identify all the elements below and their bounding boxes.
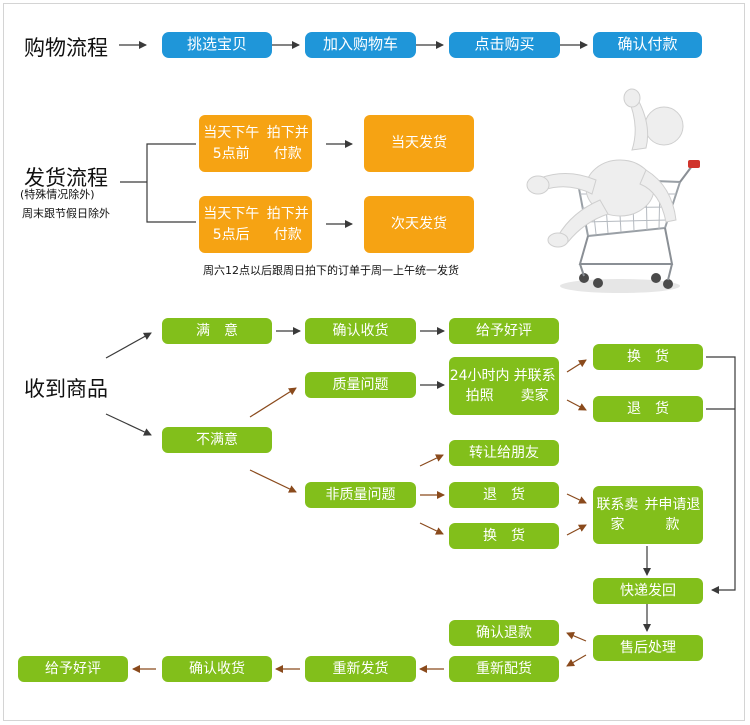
shipping-subtitle-exception: (特殊情况除外) bbox=[20, 188, 95, 201]
arrow-unsatisfied-nonquality bbox=[249, 469, 297, 493]
return-node: 退 货 bbox=[593, 396, 703, 422]
arrow-to-satisfied bbox=[105, 332, 152, 359]
arrow-unsatisfied-quality bbox=[249, 387, 297, 418]
good-review-node: 给予好评 bbox=[449, 318, 559, 344]
contact-seller-refund-node: 联系卖家并申请退款 bbox=[593, 486, 703, 544]
exchange-node: 换 货 bbox=[593, 344, 703, 370]
step-confirm-payment: 确认付款 bbox=[593, 32, 702, 58]
arrow-to-unsatisfied bbox=[105, 413, 152, 436]
confirm-refund-node: 确认退款 bbox=[449, 620, 559, 646]
after-5pm-order: 当天下午5点后拍下并付款 bbox=[199, 196, 312, 253]
reship-node: 重新发货 bbox=[305, 656, 416, 682]
purchase-flow-title: 购物流程 bbox=[24, 36, 108, 60]
satisfied-node: 满 意 bbox=[162, 318, 272, 344]
weekend-shipping-note: 周六12点以后跟周日拍下的订单于周一上午统一发货 bbox=[203, 264, 459, 277]
arrow-return-contact bbox=[566, 493, 587, 504]
received-flow-title: 收到商品 bbox=[24, 377, 108, 401]
exchange-node-2: 换 货 bbox=[449, 523, 559, 549]
arrow-nonquality-exchange bbox=[419, 522, 444, 535]
step-select-item: 挑选宝贝 bbox=[162, 32, 272, 58]
photo-contact-seller-node: 24小时内拍照并联系卖家 bbox=[449, 357, 559, 415]
connector-exchange-return bbox=[706, 356, 736, 594]
reallocate-goods-node: 重新配货 bbox=[449, 656, 559, 682]
arrow-photo-exchange bbox=[566, 359, 587, 373]
next-day-shipping: 次天发货 bbox=[364, 196, 474, 253]
step-add-to-cart: 加入购物车 bbox=[305, 32, 416, 58]
arrow-photo-return bbox=[566, 399, 587, 411]
final-confirm-receipt-node: 确认收货 bbox=[162, 656, 272, 682]
return-node-2: 退 货 bbox=[449, 482, 559, 508]
step-click-buy: 点击购买 bbox=[449, 32, 560, 58]
shipping-bracket bbox=[120, 143, 196, 223]
final-good-review-node: 给予好评 bbox=[18, 656, 128, 682]
ship-back-node: 快递发回 bbox=[593, 578, 703, 604]
shopping-cart-figure-icon bbox=[526, 88, 700, 293]
transfer-to-friend-node: 转让给朋友 bbox=[449, 440, 559, 466]
arrow-after-sales-refund bbox=[566, 632, 587, 642]
confirm-receipt-node: 确认收货 bbox=[305, 318, 416, 344]
shipping-flow-title: 发货流程 bbox=[24, 166, 108, 190]
after-sales-node: 售后处理 bbox=[593, 635, 703, 661]
arrow-after-sales-reallocate bbox=[566, 654, 587, 667]
diagram-frame bbox=[3, 3, 745, 721]
arrow-nonquality-transfer bbox=[419, 454, 444, 467]
before-5pm-order: 当天下午5点前拍下并付款 bbox=[199, 115, 312, 172]
unsatisfied-node: 不满意 bbox=[162, 427, 272, 453]
quality-issue-node: 质量问题 bbox=[305, 372, 416, 398]
shipping-subtitle-weekend: 周末跟节假日除外 bbox=[22, 207, 110, 220]
same-day-shipping: 当天发货 bbox=[364, 115, 474, 172]
arrow-exchange-contact bbox=[566, 524, 587, 536]
non-quality-issue-node: 非质量问题 bbox=[305, 482, 416, 508]
